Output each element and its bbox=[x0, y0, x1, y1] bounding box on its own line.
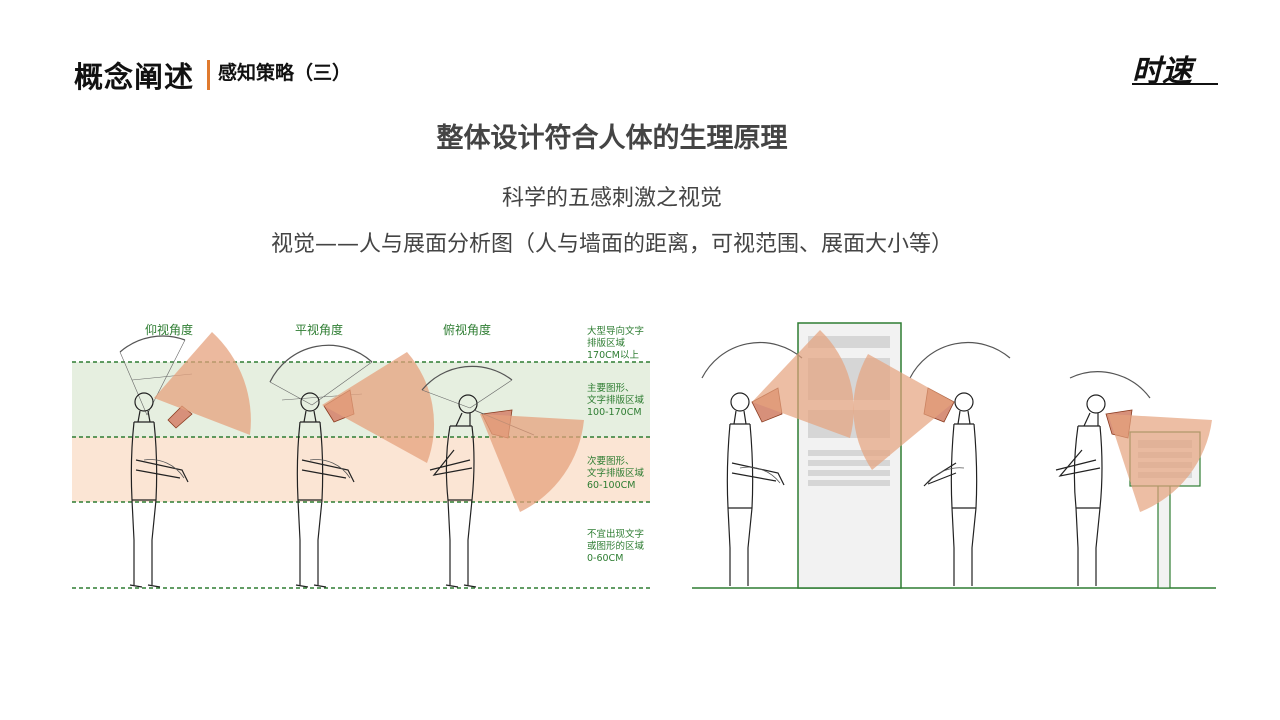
angle-label-downward: 俯视角度 bbox=[443, 323, 492, 337]
view-fan-downward bbox=[480, 414, 584, 512]
angle-label-upward: 仰视角度 bbox=[145, 323, 194, 337]
view-fan-upward bbox=[154, 332, 251, 435]
view-fan-c bbox=[1108, 414, 1212, 512]
brand-logo: 时速 bbox=[1126, 52, 1222, 88]
header-title: 概念阐述 bbox=[74, 60, 195, 94]
zone-label-60-100: 次要图形、 文字排版区域 60-100CM bbox=[587, 456, 645, 491]
zone-label-100-170: 主要图形、 文字排版区域 100-170CM bbox=[587, 383, 645, 418]
view-fan-level bbox=[322, 352, 435, 463]
human-figure-upward bbox=[119, 335, 193, 588]
subtitle-line-1: 科学的五感刺激之视觉 bbox=[501, 186, 722, 211]
display-distance-diagram bbox=[692, 322, 1216, 589]
main-title: 整体设计符合人体的生理原理 bbox=[436, 123, 788, 154]
height-zone-diagram bbox=[72, 332, 650, 589]
brand-logo-text: 时速 bbox=[1132, 54, 1197, 88]
angle-label-level: 平视角度 bbox=[295, 323, 344, 337]
header-subtitle: 感知策略（三） bbox=[218, 62, 352, 84]
zone-label-0-60: 不宜出现文字 或图形的区域 0-60CM bbox=[587, 529, 645, 564]
view-fan-a bbox=[752, 330, 854, 438]
header-accent-bar bbox=[207, 60, 210, 90]
view-fan-b bbox=[853, 354, 954, 470]
human-figure-b bbox=[909, 341, 1011, 586]
zone-label-above-170: 大型导向文字 排版区域 170CM以上 bbox=[587, 326, 645, 361]
subtitle-line-2: 视觉——人与展面分析图（人与墙面的距离，可视范围、展面大小等） bbox=[270, 232, 953, 257]
